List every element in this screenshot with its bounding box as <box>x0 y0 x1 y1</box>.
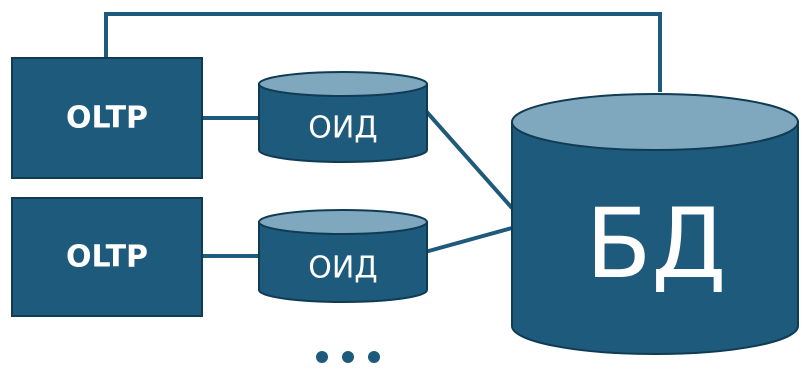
oid-label-2: ОИД <box>308 251 378 286</box>
oltp-node-1: OLTP <box>11 57 203 179</box>
ellipsis-dot <box>368 351 380 363</box>
connector-oltp1-to-db <box>104 12 662 92</box>
connectors <box>104 12 662 258</box>
ellipsis-dots <box>316 351 380 363</box>
connector-oid1-to-db <box>423 108 514 210</box>
ellipsis-dot <box>316 351 328 363</box>
oid-cylinder-2: ОИД <box>258 209 428 303</box>
db-label: БД <box>586 188 727 300</box>
oltp-label-1: OLTP <box>66 101 148 136</box>
ellipsis-dot <box>342 351 354 363</box>
oid-label-1: ОИД <box>308 111 378 146</box>
oltp-label-2: OLTP <box>66 240 148 275</box>
db-cylinder: БД <box>511 93 799 355</box>
oltp-node-2: OLTP <box>11 197 203 317</box>
connector-oid2-to-db <box>424 226 513 254</box>
oid-cylinder-1: ОИД <box>258 71 428 163</box>
